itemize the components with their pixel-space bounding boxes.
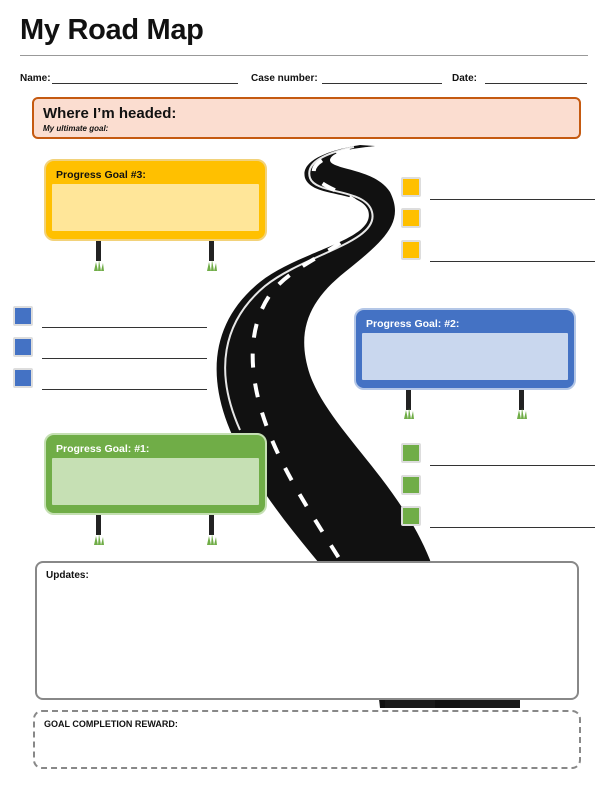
sign-post <box>96 515 101 535</box>
grass-icon <box>93 532 105 545</box>
date-field[interactable] <box>485 83 587 84</box>
reward-box[interactable]: GOAL COMPLETION REWARD: <box>33 710 581 769</box>
goal-2-step-line[interactable] <box>42 358 207 359</box>
case-number-label: Case number: <box>251 73 318 84</box>
date-label: Date: <box>452 73 478 84</box>
goal-3-step-line[interactable] <box>430 199 595 200</box>
goal-2-checkbox[interactable] <box>13 306 33 326</box>
goal-1-checkbox[interactable] <box>401 475 421 495</box>
goal-2-step-line[interactable] <box>42 327 207 328</box>
name-label: Name: <box>20 73 51 84</box>
case-number-field[interactable] <box>322 83 442 84</box>
grass-icon <box>403 406 415 419</box>
progress-goal-1-sign: Progress Goal: #1: <box>44 433 267 515</box>
goal-1-checkbox[interactable] <box>401 443 421 463</box>
progress-goal-3-input[interactable] <box>52 184 259 231</box>
sign-post <box>406 390 411 410</box>
grass-icon <box>206 258 218 271</box>
progress-goal-2-sign: Progress Goal: #2: <box>354 308 576 390</box>
progress-goal-2-label: Progress Goal: #2: <box>366 318 460 330</box>
progress-goal-1-input[interactable] <box>52 458 259 505</box>
grass-icon <box>93 258 105 271</box>
progress-goal-3-sign: Progress Goal #3: <box>44 159 267 241</box>
goal-3-checkbox[interactable] <box>401 240 421 260</box>
title-divider <box>20 55 588 56</box>
ultimate-goal-subtitle: My ultimate goal: <box>43 124 109 133</box>
goal-2-step-line[interactable] <box>42 389 207 390</box>
sign-post <box>519 390 524 410</box>
goal-1-step-line[interactable] <box>430 527 595 528</box>
progress-goal-3-label: Progress Goal #3: <box>56 169 146 181</box>
reward-label: GOAL COMPLETION REWARD: <box>44 719 178 729</box>
goal-1-checkbox[interactable] <box>401 506 421 526</box>
updates-label: Updates: <box>46 570 89 581</box>
progress-goal-2-input[interactable] <box>362 333 568 380</box>
sign-post <box>96 241 101 261</box>
name-field[interactable] <box>52 83 238 84</box>
goal-2-checkbox[interactable] <box>13 337 33 357</box>
ultimate-goal-box[interactable]: Where I’m headed: My ultimate goal: <box>32 97 581 139</box>
goal-3-checkbox[interactable] <box>401 177 421 197</box>
goal-3-checkbox[interactable] <box>401 208 421 228</box>
goal-3-step-line[interactable] <box>430 261 595 262</box>
grass-icon <box>206 532 218 545</box>
progress-goal-1-label: Progress Goal: #1: <box>56 443 150 455</box>
grass-icon <box>516 406 528 419</box>
updates-box[interactable]: Updates: <box>35 561 579 700</box>
ultimate-goal-title: Where I’m headed: <box>43 105 177 122</box>
sign-post <box>209 241 214 261</box>
goal-2-checkbox[interactable] <box>13 368 33 388</box>
goal-1-step-line[interactable] <box>430 465 595 466</box>
page-title: My Road Map <box>20 14 204 46</box>
sign-post <box>209 515 214 535</box>
